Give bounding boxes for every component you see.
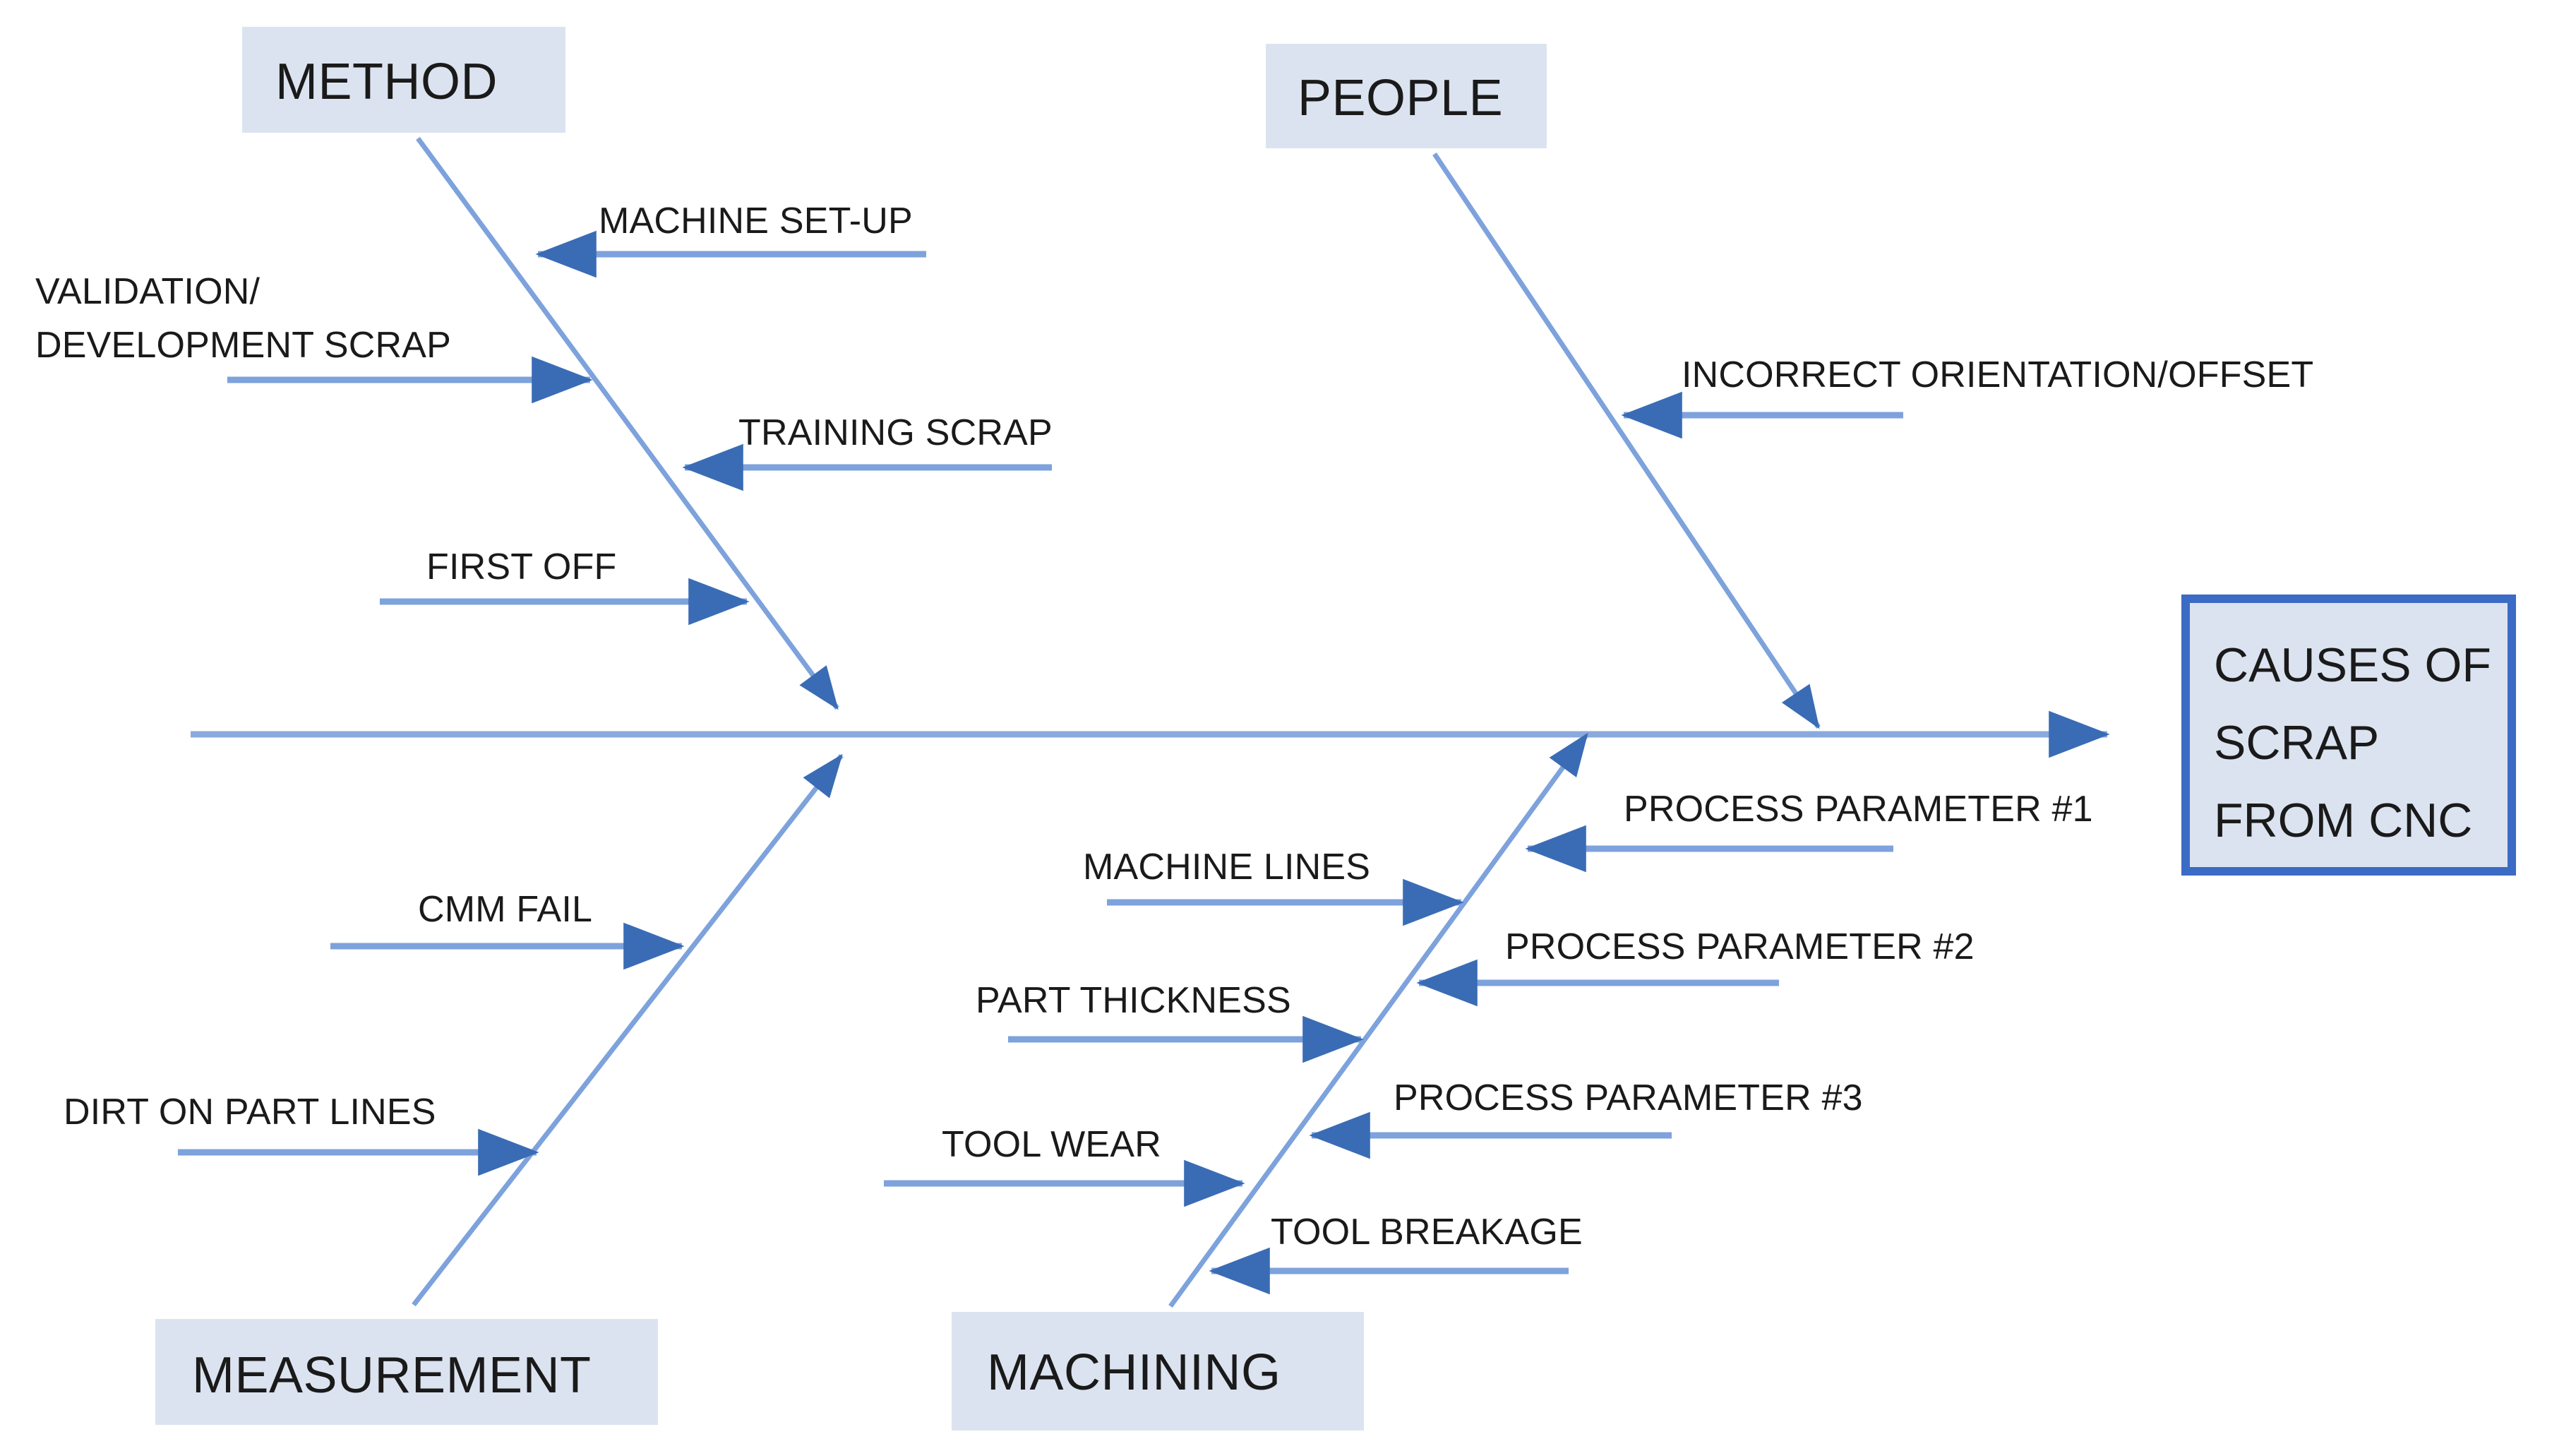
effect-box-line-1: CAUSES OF — [2214, 638, 2491, 692]
cause-label-incorrect-orientation-offset: INCORRECT ORIENTATION/OFFSET — [1682, 354, 2313, 395]
effect-box-rect — [2181, 595, 2516, 876]
cause-training-scrap[interactable]: TRAINING SCRAP — [682, 412, 1053, 491]
cause-first-off[interactable]: FIRST OFF — [380, 547, 750, 626]
cause-machine-lines[interactable]: MACHINE LINES — [1083, 847, 1464, 926]
cause-label-tool-wear: TOOL WEAR — [942, 1124, 1161, 1165]
category-label-machining: MACHINING — [987, 1344, 1281, 1401]
category-method[interactable]: METHOD — [242, 27, 839, 710]
effect-box[interactable]: CAUSES OF SCRAP FROM CNC — [2181, 595, 2516, 876]
bone-line-machining — [1168, 732, 1589, 1308]
cause-label-process-parameter-3: PROCESS PARAMETER #3 — [1394, 1077, 1863, 1118]
cause-label-dirt-on-part-lines: DIRT ON PART LINES — [64, 1092, 436, 1133]
bone-line-measurement — [412, 753, 844, 1307]
cause-label-tool-breakage: TOOL BREAKAGE — [1271, 1212, 1583, 1253]
effect-box-line-2: SCRAP — [2214, 716, 2379, 770]
effect-box-line-3: FROM CNC — [2214, 794, 2472, 847]
category-machining[interactable]: MACHINING — [952, 732, 1589, 1431]
cause-process-parameter-3[interactable]: PROCESS PARAMETER #3 — [1309, 1077, 1863, 1159]
category-label-people: PEOPLE — [1298, 70, 1503, 126]
category-measurement[interactable]: MEASUREMENT — [155, 753, 844, 1425]
cause-label-first-off: FIRST OFF — [426, 547, 617, 587]
bone-line-method — [416, 136, 839, 710]
category-box-method-rect — [242, 27, 565, 133]
cause-dirt-on-part-lines[interactable]: DIRT ON PART LINES — [64, 1092, 539, 1176]
category-people[interactable]: PEOPLE — [1266, 44, 1821, 729]
cause-label-part-thickness: PART THICKNESS — [976, 980, 1291, 1021]
category-box-people-rect — [1266, 44, 1547, 148]
bone-line-people — [1432, 153, 1821, 729]
cause-machine-set-up[interactable]: MACHINE SET-UP — [535, 201, 926, 278]
category-label-method: METHOD — [275, 54, 498, 110]
cause-part-thickness[interactable]: PART THICKNESS — [976, 980, 1364, 1063]
cause-label-machine-lines: MACHINE LINES — [1083, 847, 1370, 888]
cause-label-cmm-fail: CMM FAIL — [418, 889, 592, 930]
category-box-measurement-rect — [155, 1319, 658, 1425]
cause-label-process-parameter-2: PROCESS PARAMETER #2 — [1505, 926, 1975, 967]
category-box-machining-rect — [952, 1312, 1364, 1431]
cause-tool-breakage[interactable]: TOOL BREAKAGE — [1209, 1212, 1583, 1295]
cause-process-parameter-2[interactable]: PROCESS PARAMETER #2 — [1416, 926, 1975, 1007]
cause-incorrect-orientation-offset[interactable]: INCORRECT ORIENTATION/OFFSET — [1621, 354, 2313, 439]
category-label-measurement: MEASUREMENT — [192, 1347, 592, 1404]
cause-tool-wear[interactable]: TOOL WEAR — [884, 1124, 1245, 1207]
cause-validation-development-scrap[interactable]: VALIDATION/ DEVELOPMENT SCRAP — [35, 271, 593, 404]
cause-cmm-fail[interactable]: CMM FAIL — [330, 889, 685, 970]
cause-label-validation-line-1: VALIDATION/ — [35, 271, 260, 312]
cause-label-process-parameter-1: PROCESS PARAMETER #1 — [1624, 789, 2093, 830]
cause-label-machine-set-up: MACHINE SET-UP — [599, 201, 913, 241]
cause-process-parameter-1[interactable]: PROCESS PARAMETER #1 — [1525, 789, 2093, 873]
cause-label-validation-line-2: DEVELOPMENT SCRAP — [35, 325, 451, 366]
cause-label-training-scrap: TRAINING SCRAP — [738, 412, 1053, 453]
